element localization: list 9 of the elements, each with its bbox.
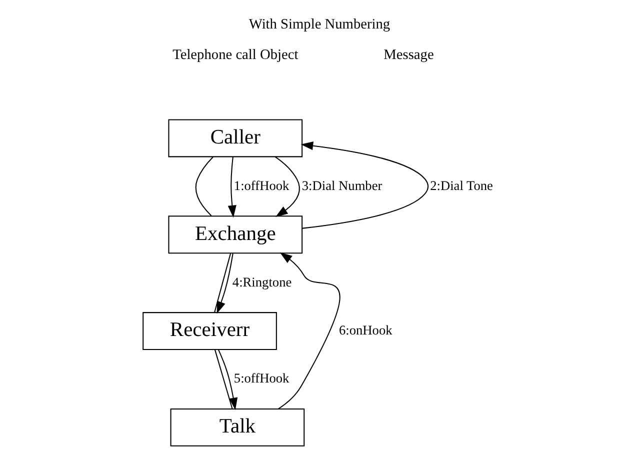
edge-label: 2:Dial Tone	[430, 177, 493, 192]
label: Telephone call Object	[172, 46, 298, 62]
edge-label: 5:offHook	[234, 370, 290, 386]
edge-label: 3:Dial Number	[302, 177, 382, 192]
edge-label: 1:offHook	[234, 177, 290, 192]
edge-label: 4:Ringtone	[232, 274, 292, 289]
diagram-title: With Simple Numbering	[248, 16, 390, 32]
label: Message	[384, 46, 434, 62]
edge-label: 6:onHook	[338, 322, 392, 338]
